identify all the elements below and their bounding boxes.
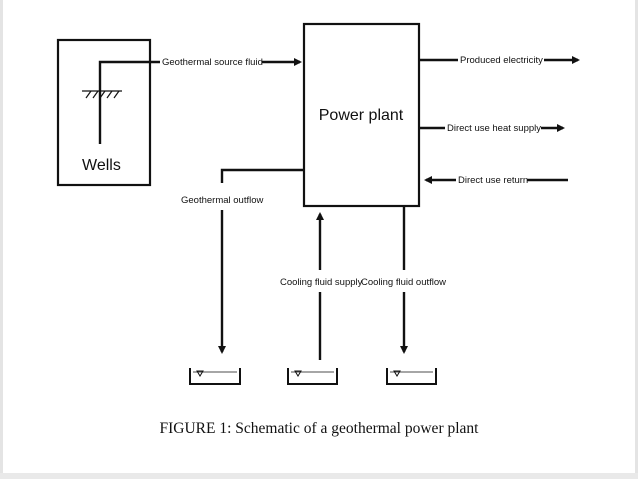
wells-box bbox=[56, 38, 152, 187]
power-plant-label: Power plant bbox=[319, 107, 404, 124]
cooling-outflow-label: Cooling fluid outflow bbox=[361, 277, 446, 288]
heat-supply-label: Direct use heat supply bbox=[447, 123, 541, 134]
outflow-label: Geothermal outflow bbox=[181, 195, 264, 206]
tank-left bbox=[189, 368, 241, 385]
bottom-bar bbox=[0, 473, 638, 479]
electricity-label: Produced electricity bbox=[460, 55, 543, 66]
source-fluid-label: Geothermal source fluid bbox=[162, 57, 263, 68]
power-plant-box bbox=[302, 22, 421, 208]
right-border bbox=[635, 0, 638, 479]
cooling-supply-label: Cooling fluid supply bbox=[280, 277, 363, 288]
well-pipe bbox=[98, 60, 160, 144]
left-border bbox=[0, 0, 3, 479]
tank-middle bbox=[287, 368, 338, 385]
figure-caption: FIGURE 1: Schematic of a geothermal powe… bbox=[160, 420, 480, 437]
heat-return-label: Direct use return bbox=[458, 175, 528, 186]
ground-symbol bbox=[82, 90, 122, 99]
tank-right bbox=[386, 368, 437, 385]
outflow-pipe bbox=[220, 168, 304, 183]
wells-label: Wells bbox=[82, 157, 121, 174]
